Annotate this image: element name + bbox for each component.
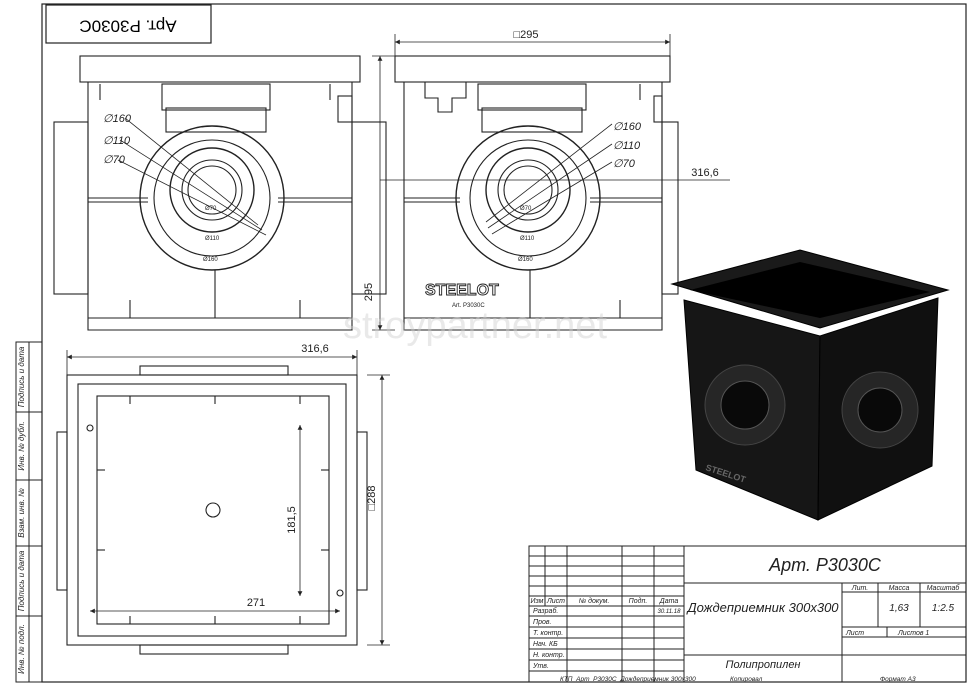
side-view-right <box>394 55 679 331</box>
brand-name: STEELOT <box>425 282 499 299</box>
tb-row-utv: Утв. <box>532 663 549 670</box>
tb-row-nkontr: Н. контр. <box>533 652 565 659</box>
dim-right-width-label: 316,6 <box>691 167 719 179</box>
tb-col-list: Лист <box>546 598 565 605</box>
tb-footer-copied: Копировал <box>730 676 763 683</box>
header-art-box: Арт. Р3030С <box>45 4 212 44</box>
tb-col-date: Дата <box>659 598 679 605</box>
tb-lit: Лит. <box>851 585 868 592</box>
tb-row-nachkb: Нач. КБ <box>533 641 558 648</box>
tb-row-prov: Пров. <box>533 619 552 626</box>
tb-footer-file: КТП_Арт_Р3030С_Дождеприемник 300х300 <box>560 675 696 683</box>
dim-top-width-label: □295 <box>514 29 539 41</box>
brand-art: Art. P3030C <box>452 303 485 309</box>
tb-row-tkontr: Т. контр. <box>533 630 563 637</box>
tb-name: Дождеприемник 300х300 <box>685 600 839 615</box>
left-inner-110: Ø110 <box>205 236 220 242</box>
left-inner-70: Ø70 <box>205 206 217 212</box>
dim-height-label: 295 <box>363 283 375 301</box>
tb-col-izm: Изм <box>531 598 544 605</box>
left-d70-label: ∅70 <box>103 154 126 166</box>
title-block <box>528 545 967 683</box>
stamp-inv-dubl: Инв. № дубл. <box>17 421 26 470</box>
tb-scale: 1:2.5 <box>932 603 955 614</box>
dim-plan-width <box>66 350 358 375</box>
steelot-logo: STEELOT Art. P3030C <box>425 282 500 309</box>
left-d110-label: ∅110 <box>103 135 131 147</box>
plan-view <box>56 365 368 655</box>
stamp-inv-podl: Инв. № подл. <box>17 624 26 674</box>
right-inner-70: Ø70 <box>520 206 532 212</box>
dim-plan-width-label: 316,6 <box>301 343 329 355</box>
dim-inner-width-label: 271 <box>247 597 265 609</box>
tb-mass: 1,63 <box>889 603 909 614</box>
stamp-vzam-inv: Взам. инв. № <box>17 488 26 538</box>
tb-art: Арт. Р3030С <box>768 555 882 575</box>
tb-col-doc: № докум. <box>579 597 610 605</box>
dim-plan-height <box>367 374 390 646</box>
render-3d: STEELOT <box>670 249 950 521</box>
tb-mass-label: Масса <box>889 585 910 592</box>
left-inner-160: Ø160 <box>203 257 218 263</box>
tb-material: Полипропилен <box>725 659 800 671</box>
right-inner-110: Ø110 <box>520 236 535 242</box>
tb-col-sign: Подп. <box>629 597 648 605</box>
dim-top-width <box>394 34 671 56</box>
tb-date: 30.11.18 <box>658 609 682 615</box>
right-d110-label: ∅110 <box>613 140 641 152</box>
left-d160-label: ∅160 <box>103 113 132 125</box>
stamp-sign-date-2: Подпись и дата <box>17 550 26 611</box>
tb-scale-label: Масштаб <box>927 584 961 592</box>
dim-plan-height-label: □288 <box>366 486 378 511</box>
right-d70-label: ∅70 <box>613 158 636 170</box>
stamp-sign-date-1: Подпись и дата <box>17 346 26 407</box>
right-inner-160: Ø160 <box>518 257 533 263</box>
tb-footer-format: Формат А3 <box>880 676 916 683</box>
tb-sheets: Листов 1 <box>897 630 929 637</box>
right-d160-label: ∅160 <box>613 121 642 133</box>
watermark: stroypartner.net <box>343 305 607 347</box>
tb-sheet: Лист <box>845 630 864 637</box>
dim-height <box>372 55 395 331</box>
side-view-right-labels: ∅160 ∅110 ∅70 Ø70 Ø110 Ø160 <box>518 121 642 263</box>
tb-row-razrab: Разраб. <box>533 607 558 615</box>
front-view-left-labels: ∅160 ∅110 ∅70 Ø70 Ø110 Ø160 <box>103 113 220 263</box>
dim-inner-height-label: 181,5 <box>286 506 298 534</box>
front-view-left <box>53 55 387 331</box>
side-stamp <box>15 341 43 683</box>
header-art-label: Арт. Р3030С <box>79 17 176 36</box>
